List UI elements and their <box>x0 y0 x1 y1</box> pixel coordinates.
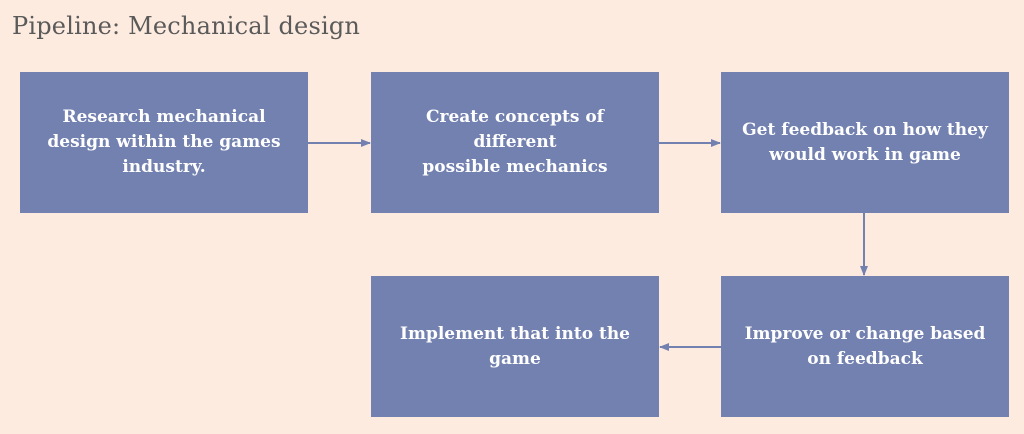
step-label: Create concepts of different possible me… <box>422 107 608 177</box>
step-research: Research mechanical design within the ga… <box>20 72 308 213</box>
step-label: Get feedback on how they would work in g… <box>742 119 988 165</box>
step-get-feedback: Get feedback on how they would work in g… <box>721 72 1009 213</box>
step-label: Implement that into the game <box>400 323 630 369</box>
step-improve: Improve or change based on feedback <box>721 276 1009 417</box>
step-implement: Implement that into the game <box>371 276 659 417</box>
diagram-title: Pipeline: Mechanical design <box>12 12 361 40</box>
step-label: Improve or change based on feedback <box>744 323 986 369</box>
step-create-concepts: Create concepts of different possible me… <box>371 72 659 213</box>
step-label: Research mechanical design within the ga… <box>47 107 281 177</box>
